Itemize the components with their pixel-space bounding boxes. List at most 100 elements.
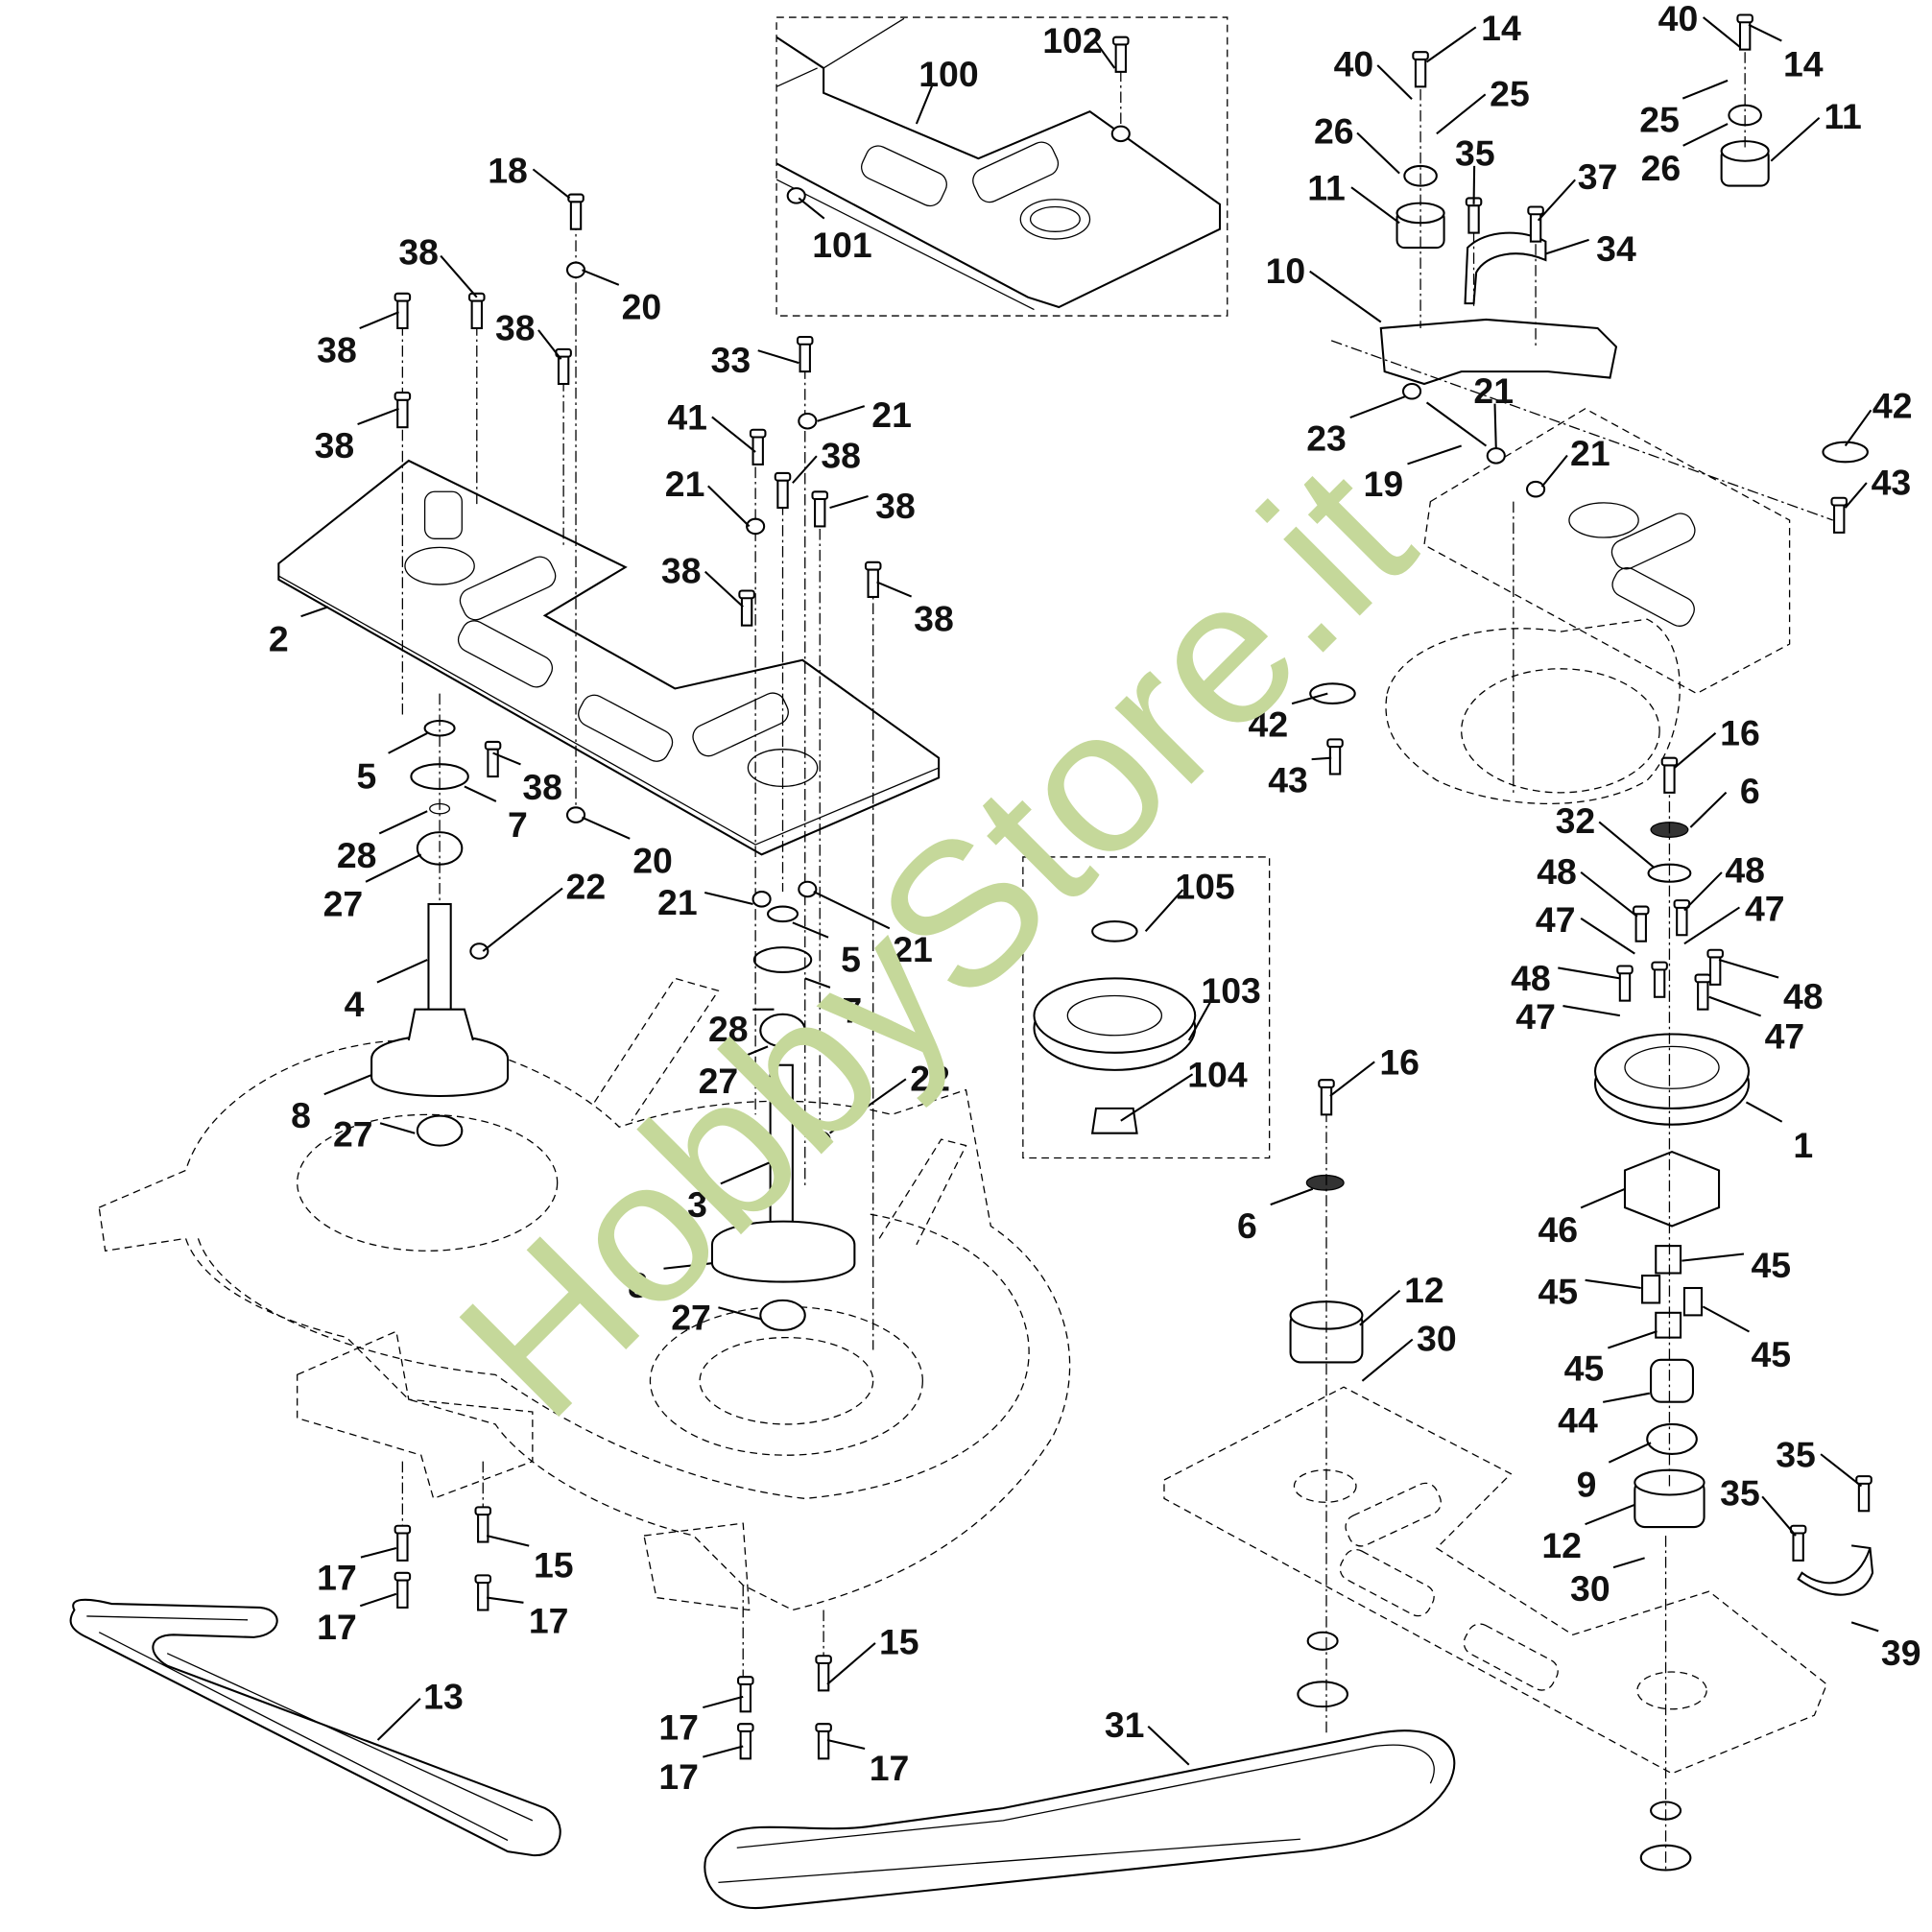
bolt-15 — [477, 1511, 489, 1543]
callout-label-34: 34 — [1596, 228, 1636, 269]
callout-leader-38 — [792, 455, 818, 484]
nut-21 — [751, 891, 772, 908]
screw-38 — [396, 297, 409, 329]
screw-38-head — [394, 292, 412, 302]
callout-leader-42 — [1844, 409, 1872, 447]
callout-leader-2 — [300, 606, 329, 618]
callout-leader-43 — [1844, 482, 1868, 509]
callout-label-26: 26 — [1314, 110, 1354, 151]
deck-plate-slot — [457, 620, 554, 688]
callout-label-21: 21 — [893, 929, 933, 969]
screw-17-head — [737, 1676, 754, 1685]
lower-plate-hole — [1293, 1469, 1357, 1503]
callout-leader-27 — [365, 853, 422, 883]
callout-leader-9 — [1608, 1442, 1652, 1464]
washer-42 — [1822, 441, 1869, 464]
callout-label-47: 47 — [1745, 889, 1785, 929]
callout-leader-38 — [537, 329, 562, 360]
callout-leader-14 — [1425, 26, 1477, 63]
callout-label-1: 1 — [1793, 1125, 1813, 1165]
callout-leader-10 — [1309, 270, 1382, 323]
callout-leader-16 — [1329, 1061, 1375, 1097]
screw-43 — [1328, 743, 1342, 775]
callout-leader-35 — [1820, 1453, 1863, 1488]
callout-leader-41 — [711, 416, 756, 453]
callout-leader-30 — [1361, 1338, 1414, 1382]
callout-label-17: 17 — [870, 1748, 910, 1788]
plate-100-slot — [861, 145, 947, 207]
screw-48-head — [1706, 948, 1724, 959]
deck-spindle-seat-right — [649, 1305, 923, 1456]
callout-leader-12 — [1585, 1503, 1635, 1526]
lower-plate-hole — [1636, 1671, 1707, 1710]
callout-leader-28 — [378, 810, 428, 835]
callout-label-21: 21 — [1473, 370, 1514, 411]
bearing-9 — [1646, 1422, 1698, 1455]
callout-leader-104 — [1120, 1073, 1194, 1122]
callout-label-21: 21 — [665, 464, 705, 504]
screw-38-head — [484, 740, 502, 751]
belt-13 — [69, 1598, 561, 1857]
callout-label-46: 46 — [1538, 1209, 1578, 1250]
callout-label-48: 48 — [1511, 958, 1551, 998]
spindle-housing-8-body — [407, 1008, 474, 1041]
callout-label-25: 25 — [1490, 74, 1530, 114]
callout-label-35: 35 — [1455, 132, 1495, 173]
callout-leader-18 — [532, 168, 571, 200]
callout-leader-38 — [357, 407, 399, 426]
bolt-102 — [1114, 40, 1127, 73]
callout-leader-38 — [492, 751, 521, 766]
screw-38-head — [394, 392, 412, 401]
bolt-15-head — [815, 1655, 832, 1665]
callout-leader-8 — [663, 1262, 713, 1270]
screw-17 — [396, 1576, 409, 1609]
screw-17 — [739, 1728, 752, 1760]
callout-label-42: 42 — [1249, 704, 1289, 744]
callout-label-35: 35 — [1776, 1435, 1816, 1475]
callout-label-45: 45 — [1538, 1271, 1578, 1311]
screw-38 — [814, 495, 826, 528]
right-plate-upper — [1423, 408, 1791, 695]
callout-label-48: 48 — [1537, 851, 1577, 892]
deck-arm — [593, 977, 967, 1246]
screw-38-head — [864, 561, 882, 571]
nut-21 — [746, 517, 766, 536]
bolt-18-head — [567, 193, 584, 203]
callout-label-105: 105 — [1175, 866, 1234, 906]
callout-label-21: 21 — [1570, 433, 1610, 473]
callout-label-4: 4 — [345, 984, 365, 1024]
right-plate-slot — [1611, 566, 1695, 627]
callout-label-48: 48 — [1783, 976, 1824, 1016]
callout-leader-38 — [359, 311, 399, 330]
callout-label-17: 17 — [529, 1601, 569, 1641]
bolt-102-head — [1112, 36, 1130, 46]
coupling-45 — [1641, 1275, 1661, 1304]
washer-105 — [1091, 920, 1138, 942]
pulley-103-hub — [1066, 994, 1163, 1037]
spindle-housing-center — [710, 1220, 856, 1283]
callout-leader-17 — [703, 1745, 744, 1758]
bolt-15-head — [474, 1506, 492, 1516]
assembly-center-lines — [401, 31, 1833, 1871]
spring-19 — [1425, 401, 1488, 447]
callout-leader-45 — [1585, 1278, 1641, 1290]
callout-leader-47 — [1683, 906, 1741, 945]
callout-label-40: 40 — [1658, 0, 1699, 38]
callout-leader-11 — [1350, 186, 1400, 225]
callout-label-17: 17 — [317, 1557, 357, 1597]
screw-48-head — [1694, 973, 1712, 984]
callout-label-28: 28 — [337, 835, 377, 875]
screw-43-head — [1830, 496, 1848, 507]
callout-label-11: 11 — [1824, 96, 1862, 136]
screw-17 — [817, 1728, 830, 1760]
callout-leader-22 — [828, 1078, 907, 1134]
callout-leader-46 — [1580, 1187, 1626, 1209]
deck-plate-slot — [578, 694, 674, 762]
callout-label-27: 27 — [333, 1113, 373, 1154]
right-plate-hole — [1568, 502, 1639, 538]
screw-48 — [1653, 966, 1666, 998]
callout-label-35: 35 — [1720, 1473, 1760, 1514]
callout-leader-48 — [1580, 871, 1638, 918]
callout-leader-26 — [1682, 123, 1729, 147]
